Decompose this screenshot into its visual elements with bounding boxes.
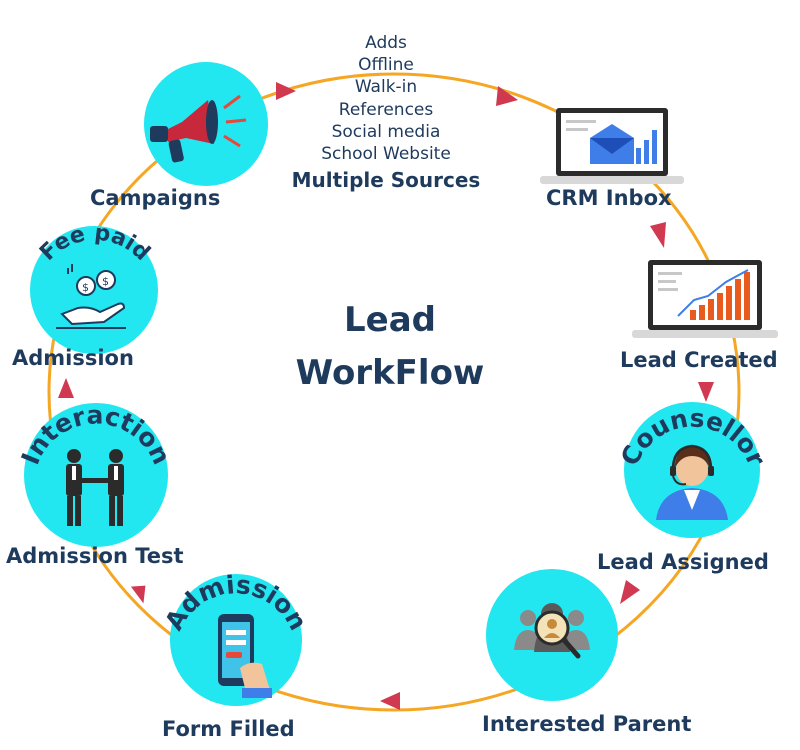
counsellor-headset-icon: [656, 444, 728, 520]
svg-text:$: $: [82, 281, 89, 294]
center-title-line-1: Lead: [343, 300, 436, 340]
arrow-form-to-test: [130, 585, 146, 604]
source-item-school-website: School Website: [321, 144, 451, 164]
arrow-sources-to-crm: [496, 86, 518, 106]
mobile-form-icon: [218, 614, 272, 698]
arrow-interested-to-form: [380, 692, 400, 710]
interested-parent-node: [486, 569, 618, 701]
flow-arrows: [58, 82, 714, 710]
stage-label-interested-parent: Interested Parent: [482, 712, 692, 736]
source-item-social-media: Social media: [331, 122, 441, 142]
sources-title: Multiple Sources: [291, 168, 481, 192]
source-item-offline: Offline: [358, 55, 414, 75]
center-title-line-2: WorkFlow: [295, 353, 485, 393]
money-hand-icon: $ $: [56, 264, 126, 329]
arrow-crm-to-lead-created: [650, 222, 666, 248]
stage-label-lead-assigned: Lead Assigned: [597, 550, 769, 574]
arrow-assigned-to-interested: [620, 580, 640, 604]
fee-paid-node: $ $ Fee paid: [30, 221, 158, 354]
interaction-node: Interaction: [16, 400, 176, 547]
stage-label-admission: Admission: [12, 346, 134, 370]
stage-label-crm-inbox: CRM Inbox: [546, 186, 672, 210]
stage-label-form-filled: Form Filled: [162, 717, 295, 741]
form-filled-node: Admission: [159, 570, 313, 706]
handshake-icon: [66, 449, 124, 526]
workflow-ring: [47, 72, 741, 712]
crm-inbox-laptop-icon: [540, 108, 684, 184]
stage-label-lead-created: Lead Created: [620, 348, 778, 372]
arrow-campaigns-to-sources: [276, 82, 296, 100]
source-item-walk-in: Walk-in: [354, 77, 418, 97]
megaphone-icon: [150, 94, 247, 163]
arrow-test-to-admission: [58, 378, 74, 398]
stage-label-admission-test: Admission Test: [6, 544, 184, 568]
arrow-lead-created-to-assigned: [698, 382, 714, 402]
source-item-references: References: [338, 100, 434, 120]
counsellor-node: Counsellor: [615, 402, 771, 538]
campaigns-node: [144, 62, 268, 186]
source-item-adds: Adds: [365, 33, 407, 53]
svg-text:$: $: [102, 275, 109, 288]
search-people-icon: [514, 603, 590, 659]
growth-chart-laptop-icon: [632, 260, 778, 338]
stage-label-campaigns: Campaigns: [90, 186, 221, 210]
